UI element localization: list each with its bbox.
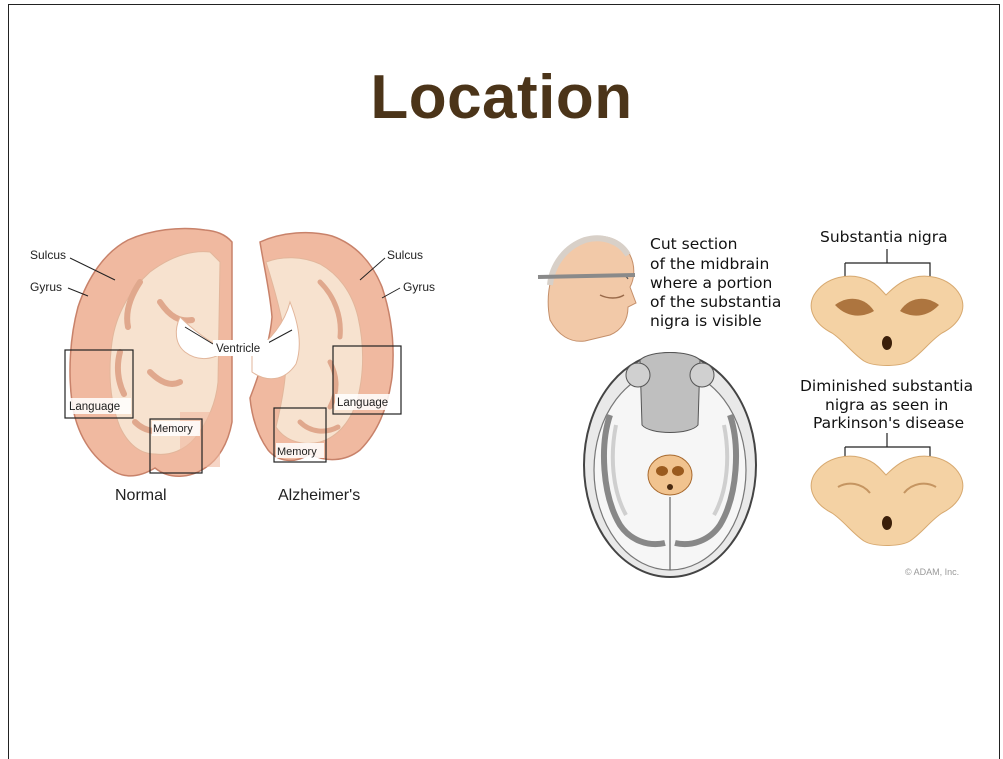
language-label-normal: Language — [69, 401, 120, 413]
memory-label-alzheimers: Memory — [277, 446, 317, 458]
brain-comparison-figure: Sulcus Gyrus Sulcus Gyrus Ventricle Lang… — [20, 222, 460, 512]
normal-midbrain-illustration — [811, 276, 963, 365]
head-profile-illustration — [538, 236, 636, 341]
ventricle-label: Ventricle — [216, 343, 260, 355]
gyrus-label-normal: Gyrus — [30, 280, 62, 294]
diminished-line-3: Parkinson's disease — [813, 414, 964, 432]
diminished-line-1: Diminished substantia — [800, 377, 973, 395]
caption-alzheimers: Alzheimer's — [278, 487, 360, 504]
normal-brain-illustration — [70, 228, 232, 476]
memory-label-normal: Memory — [153, 423, 193, 435]
slide-title: Location — [0, 62, 1003, 133]
cut-section-line-2: of the midbrain — [650, 255, 769, 273]
parkinsons-midbrain-illustration — [811, 456, 963, 545]
caption-normal: Normal — [115, 487, 167, 504]
axial-brain-section-illustration — [584, 353, 756, 578]
cut-section-line-1: Cut section — [650, 235, 737, 253]
gyrus-label-alzheimers: Gyrus — [403, 280, 435, 294]
sulcus-label-normal: Sulcus — [30, 248, 66, 262]
cut-section-line-4: of the substantia — [650, 293, 781, 311]
sulcus-label-alzheimers: Sulcus — [387, 248, 423, 262]
substantia-nigra-label: Substantia nigra — [820, 228, 948, 246]
substantia-nigra-figure: Cut section of the midbrain where a port… — [530, 225, 990, 585]
cut-section-line-3: where a portion — [650, 274, 772, 292]
diminished-line-2: nigra as seen in — [825, 396, 948, 414]
copyright-text: © ADAM, Inc. — [905, 567, 959, 577]
cut-section-line-5: nigra is visible — [650, 312, 762, 330]
language-label-alzheimers: Language — [337, 397, 388, 409]
